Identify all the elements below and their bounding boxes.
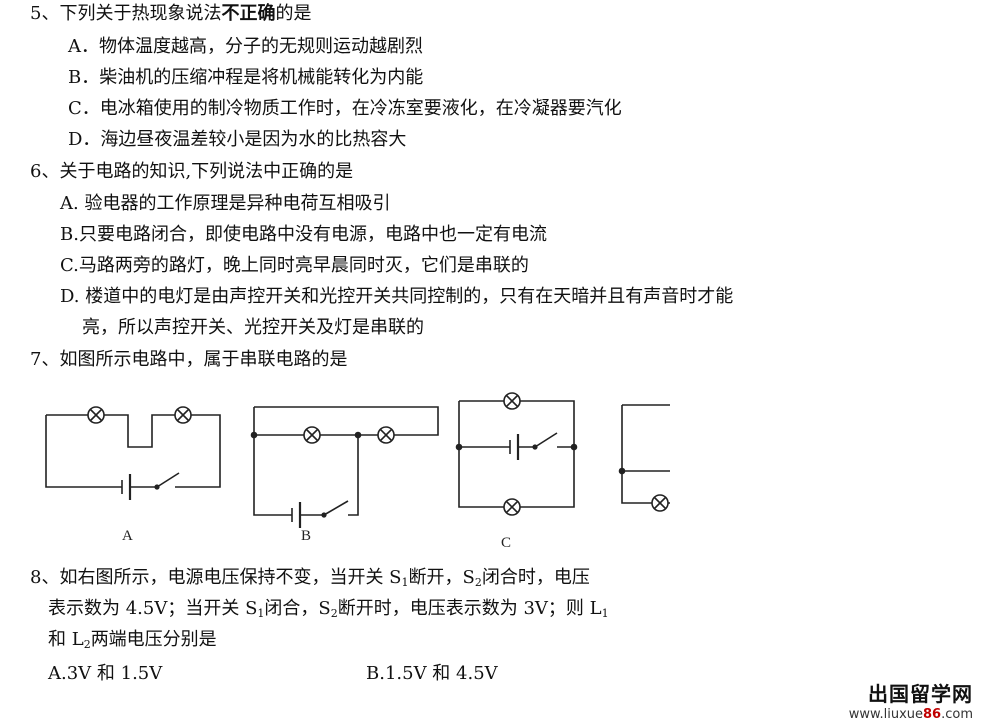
lamp-d2: [651, 494, 669, 512]
q5-option-b: B．柴油机的压缩冲程是将机械能转化为内能: [68, 67, 424, 88]
circuit-b: [250, 406, 439, 528]
lamp-a1: [87, 406, 105, 424]
q5-stem-end: 的是: [275, 3, 312, 24]
q6-option-b: B.只要电路闭合，即使电路中没有电源，电路中也一定有电流: [60, 224, 547, 245]
lamp-b1: [303, 426, 321, 444]
circuit-diagrams: A B C D: [45, 392, 670, 551]
question-8-line-3: 和 L2两端电压分别是: [48, 629, 217, 651]
figure-label-c: C: [501, 535, 511, 551]
q5-stem-emphasis: 不正确: [221, 3, 276, 24]
q6-option-a: A. 验电器的工作原理是异种电荷互相吸引: [60, 193, 391, 214]
watermark-url: www.liuxue86.com: [848, 707, 973, 722]
question-8-line-2: 表示数为 4.5V；当开关 S1闭合，S2断开时，电压表示数为 3V；则 L1: [48, 598, 609, 620]
question-8-line-1: 8、如右图所示，电源电压保持不变，当开关 S1断开，S2闭合时，电压: [30, 567, 590, 589]
site-watermark: 出国留学网 www.liuxue86.com: [849, 678, 973, 722]
q6-option-c: C.马路两旁的路灯，晚上同时亮早晨同时灭，它们是串联的: [60, 255, 529, 276]
watermark-title: 出国留学网: [868, 682, 973, 706]
lamp-c1: [503, 392, 521, 410]
figure-label-b: B: [301, 528, 311, 544]
q5-option-a: A．物体温度越高，分子的无规则运动越剧烈: [68, 36, 423, 57]
q6-option-d: D. 楼道中的电灯是由声控开关和光控开关共同控制的，只有在天暗并且有声音时才能: [60, 286, 734, 307]
q8-option-b: B.1.5V 和 4.5V: [366, 663, 498, 684]
question-6-stem: 6、关于电路的知识,下列说法中正确的是: [30, 161, 354, 182]
lamp-a2: [174, 406, 192, 424]
circuit-c: [455, 392, 578, 516]
q5-stem-text: 5、下列关于热现象说法: [30, 3, 222, 24]
figure-label-a: A: [122, 528, 133, 544]
circuit-a: [45, 406, 221, 500]
lamp-c2: [503, 498, 521, 516]
q5-option-d: D．海边昼夜温差较小是因为水的比热容大: [68, 129, 407, 150]
q6-option-d-continuation: 亮，所以声控开关、光控开关及灯是串联的: [82, 317, 424, 338]
q8-option-a: A.3V 和 1.5V: [48, 663, 163, 684]
q5-option-c: C．电冰箱使用的制冷物质工作时，在冷冻室要液化，在冷凝器要汽化: [68, 98, 622, 119]
circuit-d: [618, 404, 670, 512]
lamp-b2: [377, 426, 395, 444]
question-5-stem: 5、下列关于热现象说法不正确的是: [30, 2, 311, 26]
question-7-stem: 7、如图所示电路中，属于串联电路的是: [30, 349, 348, 370]
